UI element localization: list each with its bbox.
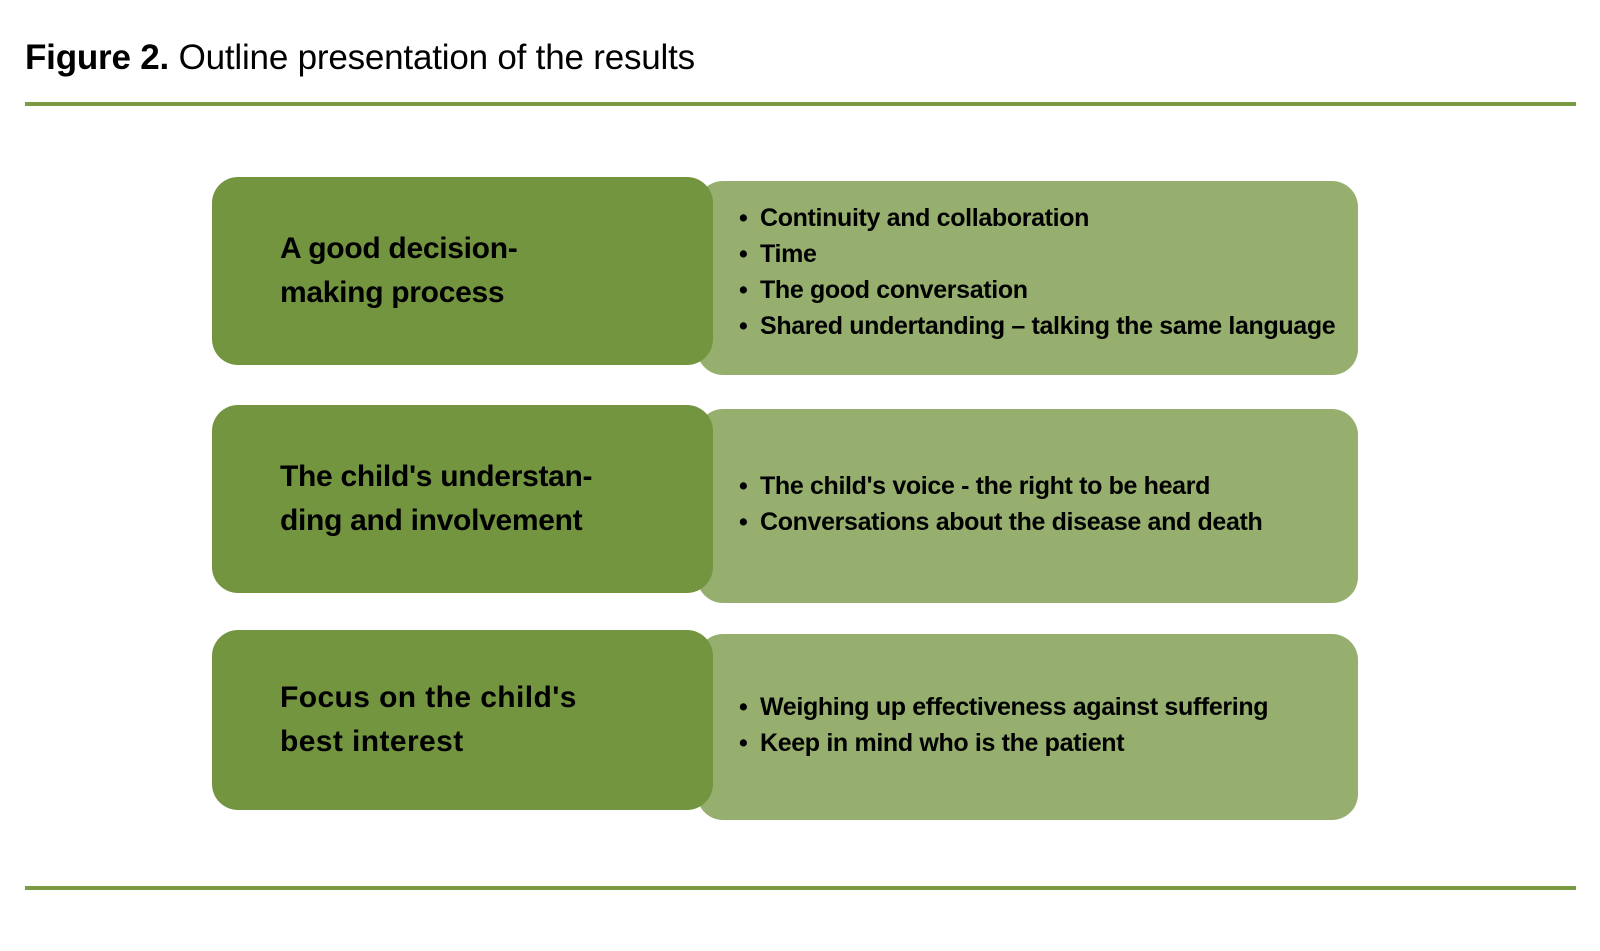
bullet-text: Shared undertanding – talking the same l…: [760, 312, 1336, 341]
bullet-list-3: • Weighing up effectiveness against suffe…: [739, 689, 1342, 761]
bullet-dot-icon: •: [739, 508, 748, 536]
theme-panel-1: A good decision- making process: [212, 177, 713, 365]
bullet-list-2: • The child's voice - the right to be hea…: [739, 468, 1342, 540]
theme-title-3-line2: best interest: [280, 725, 464, 758]
bullet-dot-icon: •: [739, 240, 748, 269]
bullet-list-1: • Continuity and collaboration • Time • The…: [739, 200, 1342, 344]
bullet-dot-icon: •: [739, 472, 748, 500]
theme-title-2: The child's understan- ding and involvem…: [280, 455, 685, 543]
list-item: • Keep in mind who is the patient: [739, 725, 1342, 761]
list-item: • Conversations about the disease and dea…: [739, 504, 1342, 540]
theme-title-2-line1: The child's understan-: [280, 460, 593, 493]
bullet-text: Keep in mind who is the patient: [760, 729, 1125, 757]
detail-panel-3: [697, 634, 1358, 820]
divider-top: [25, 102, 1576, 106]
bullet-text: The good conversation: [760, 276, 1028, 305]
figure-caption: Figure 2. Outline presentation of the re…: [25, 36, 695, 80]
theme-title-1-line2: making process: [280, 276, 505, 309]
bullet-dot-icon: •: [739, 693, 748, 721]
bullet-dot-icon: •: [739, 312, 748, 341]
figure-caption-text: Outline presentation of the results: [169, 38, 696, 77]
result-row-1: A good decision- making process • Continu…: [212, 177, 1358, 375]
result-row-2: The child's understan- ding and involvem…: [212, 405, 1358, 603]
theme-panel-2: The child's understan- ding and involvem…: [212, 405, 713, 593]
bullet-dot-icon: •: [739, 276, 748, 305]
theme-title-2-line2: ding and involvement: [280, 504, 583, 537]
bullet-dot-icon: •: [739, 729, 748, 757]
bullet-dot-icon: •: [739, 204, 748, 233]
theme-panel-3: Focus on the child's best interest: [212, 630, 713, 810]
list-item: • Time: [739, 236, 1342, 272]
theme-title-3-line1: Focus on the child's: [280, 681, 577, 714]
bullet-text: Time: [760, 240, 817, 269]
detail-panel-2: [697, 409, 1358, 603]
bullet-text: The child's voice - the right to be hear…: [760, 472, 1210, 500]
theme-title-1-line1: A good decision-: [280, 232, 518, 265]
bullet-text: Weighing up effectiveness against suffer…: [760, 693, 1269, 721]
theme-title-1: A good decision- making process: [280, 227, 685, 315]
result-row-3: Focus on the child's best interest • Weig…: [212, 630, 1358, 820]
figure-caption-label: Figure 2.: [25, 38, 170, 77]
list-item: • The child's voice - the right to be hea…: [739, 468, 1342, 504]
list-item: • Continuity and collaboration: [739, 200, 1342, 236]
list-item: • The good conversation: [739, 272, 1342, 308]
bullet-text: Continuity and collaboration: [760, 204, 1090, 233]
bullet-text: Conversations about the disease and deat…: [760, 508, 1263, 536]
theme-title-3: Focus on the child's best interest: [280, 676, 685, 764]
divider-bottom: [25, 886, 1576, 890]
detail-panel-1: [697, 181, 1358, 375]
list-item: • Weighing up effectiveness against suffe…: [739, 689, 1342, 725]
list-item: • Shared undertanding – talking the same …: [739, 308, 1342, 344]
